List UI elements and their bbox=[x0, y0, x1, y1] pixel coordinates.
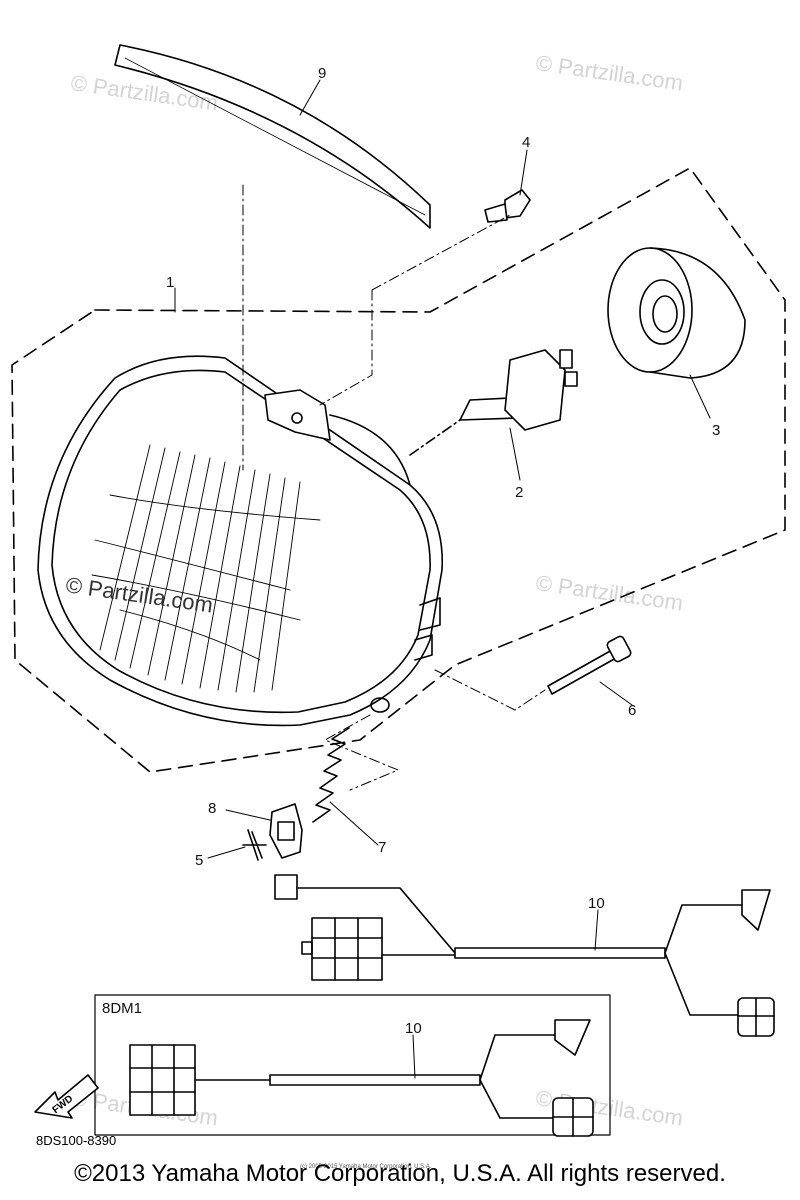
watermark: © Partzilla.com bbox=[534, 570, 684, 615]
inset-8dm1 bbox=[94, 994, 611, 1136]
label-part-1: 1 bbox=[166, 274, 174, 291]
part-10b-harness bbox=[129, 1019, 594, 1137]
part-5-clip bbox=[242, 829, 267, 861]
fwd-arrow bbox=[34, 1074, 99, 1119]
label-part-6: 6 bbox=[628, 702, 636, 719]
assembly-outline bbox=[11, 167, 786, 773]
part-1-headlight bbox=[37, 355, 444, 727]
part-6-screw bbox=[547, 635, 632, 695]
fine-print: (c) 2005-2015 Yamaha Motor Corporation, … bbox=[300, 1164, 432, 1170]
part-3-cover bbox=[607, 247, 746, 379]
label-part-9: 9 bbox=[318, 65, 326, 82]
label-part-3: 3 bbox=[712, 422, 720, 439]
label-part-10-inset: 10 bbox=[405, 1020, 422, 1037]
part-10-harness bbox=[274, 874, 775, 1037]
inset-title: 8DM1 bbox=[102, 1000, 142, 1017]
label-part-7: 7 bbox=[378, 839, 386, 856]
diagram-code: 8DS100-8390 bbox=[36, 1133, 117, 1148]
label-part-8: 8 bbox=[208, 800, 216, 817]
part-8-nut bbox=[269, 803, 303, 859]
watermark: © Partzilla.com bbox=[534, 50, 684, 95]
part-9-visor bbox=[114, 44, 431, 229]
label-part-4: 4 bbox=[522, 134, 530, 151]
label-part-5: 5 bbox=[195, 852, 203, 869]
part-7-spring bbox=[312, 727, 350, 823]
label-part-10: 10 bbox=[588, 895, 605, 912]
part-4-clip bbox=[484, 189, 531, 223]
label-part-2: 2 bbox=[515, 484, 523, 501]
copyright-notice: ©2013 Yamaha Motor Corporation, U.S.A. A… bbox=[74, 1160, 726, 1187]
part-2-bulb bbox=[459, 349, 578, 431]
